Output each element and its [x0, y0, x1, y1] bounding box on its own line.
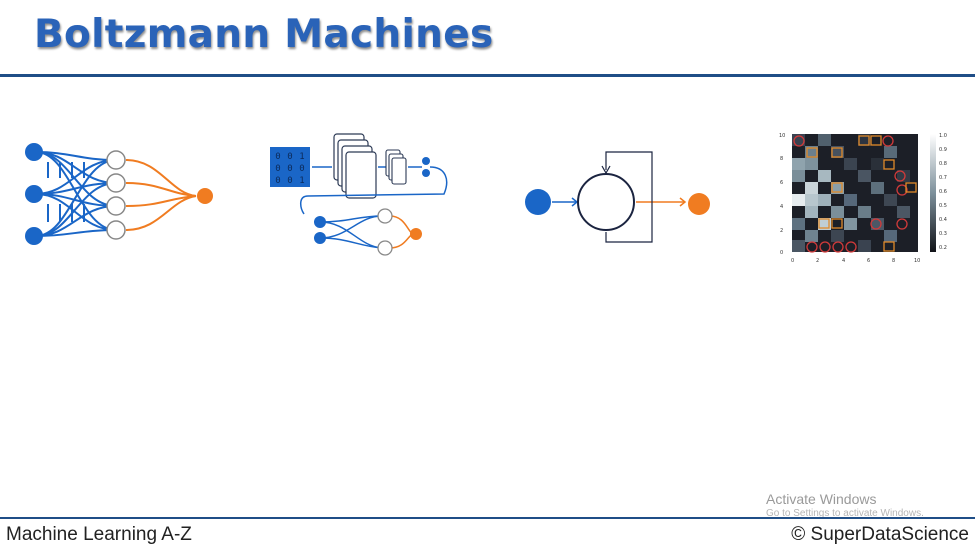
svg-text:0: 0	[780, 250, 783, 256]
svg-text:2: 2	[780, 228, 783, 234]
svg-text:6: 6	[780, 180, 783, 186]
svg-text:0: 0	[287, 152, 292, 162]
svg-text:0: 0	[287, 176, 292, 186]
svg-text:8: 8	[892, 258, 895, 264]
svg-text:0.5: 0.5	[939, 203, 947, 209]
svg-text:0: 0	[275, 164, 280, 174]
svg-text:1: 1	[299, 152, 304, 162]
svg-text:0.6: 0.6	[939, 189, 947, 195]
svg-text:6: 6	[867, 258, 870, 264]
svg-text:0.8: 0.8	[939, 161, 947, 167]
activate-windows-text: Activate Windows	[766, 491, 877, 507]
activate-windows-subtext: Go to Settings to activate Windows.	[766, 508, 924, 517]
header-rule	[0, 74, 975, 77]
svg-text:8: 8	[780, 156, 783, 162]
som-heatmap-icon: 0 2 4 6 8 10 0 2 4 6 8 10 1.0 0.9 0.8 0.…	[779, 133, 947, 264]
footer-rule	[0, 517, 975, 519]
svg-text:0.3: 0.3	[939, 231, 947, 237]
svg-text:1.0: 1.0	[939, 133, 947, 139]
svg-text:4: 4	[780, 204, 783, 210]
copyright: © SuperDataScience	[791, 524, 969, 545]
svg-text:0: 0	[287, 164, 292, 174]
cnn-matrix: 0 0 1 0 0 0 0 0 1	[275, 152, 304, 186]
svg-text:0.2: 0.2	[939, 245, 947, 251]
svg-text:0: 0	[275, 176, 280, 186]
cnn-diagram-icon: 0 0 1 0 0 0 0 0 1	[270, 133, 448, 256]
svg-text:1: 1	[299, 176, 304, 186]
svg-text:10: 10	[914, 258, 920, 264]
svg-text:4: 4	[842, 258, 845, 264]
svg-text:10: 10	[779, 133, 785, 139]
course-name: Machine Learning A-Z	[6, 524, 192, 545]
svg-text:0.4: 0.4	[939, 217, 947, 223]
svg-text:0: 0	[791, 258, 794, 264]
svg-text:2: 2	[816, 258, 819, 264]
rnn-diagram-icon	[525, 151, 710, 243]
svg-text:0.7: 0.7	[939, 175, 947, 181]
slide-title: Boltzmann Machines	[34, 12, 494, 57]
svg-text:0: 0	[299, 164, 304, 174]
svg-text:0: 0	[275, 152, 280, 162]
svg-text:0.9: 0.9	[939, 147, 947, 153]
ann-network-icon	[25, 143, 213, 245]
